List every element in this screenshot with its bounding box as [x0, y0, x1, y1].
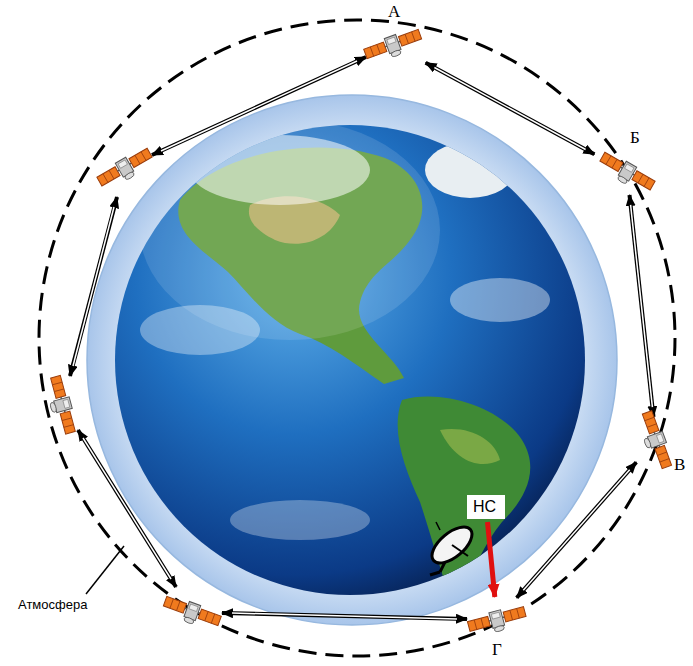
connector	[517, 462, 637, 598]
leader-line	[86, 546, 124, 594]
link-line	[161, 61, 357, 151]
connector	[630, 195, 654, 417]
cloud	[450, 278, 550, 322]
orbit	[39, 20, 675, 656]
satellite	[43, 375, 78, 436]
greenland	[425, 142, 515, 198]
link-line	[83, 438, 171, 579]
region-label: Атмосфера	[18, 597, 87, 613]
unlabeled-satellites	[43, 146, 222, 633]
dish-detail	[436, 522, 440, 530]
dish-stand	[430, 572, 440, 575]
link-line	[152, 57, 366, 155]
satellite	[596, 150, 656, 197]
satellite-node: Б	[597, 152, 657, 192]
dish-reflector	[426, 520, 478, 569]
ground-dish	[426, 520, 478, 575]
link-line	[78, 430, 176, 587]
satellite-letter: Г	[492, 640, 502, 660]
satellite	[161, 594, 223, 633]
cloud	[230, 500, 370, 540]
connector	[426, 63, 595, 155]
satellite-node: Г	[467, 600, 527, 640]
satellite	[467, 604, 528, 639]
satellite-node: А	[363, 25, 423, 65]
link-line	[222, 613, 467, 619]
satellite	[363, 27, 425, 66]
satellite-icon	[626, 420, 686, 460]
satellite-icon	[467, 600, 527, 640]
satellite-icon	[597, 152, 657, 192]
satellite-letter: А	[388, 2, 400, 22]
satellite-node: В	[626, 420, 686, 460]
link-line	[70, 197, 117, 376]
inter-satellite-links	[70, 57, 467, 619]
ground-station-box: НС	[467, 495, 505, 519]
link-line	[434, 68, 585, 150]
south-america	[398, 396, 531, 604]
satellite	[95, 146, 155, 193]
highlight	[140, 120, 440, 340]
station-label: НС	[473, 497, 496, 517]
atmosphere	[87, 95, 617, 625]
continents	[140, 120, 550, 604]
land-detail	[440, 429, 500, 464]
satellite-letter: Б	[630, 128, 640, 148]
satellite-letter: В	[674, 455, 685, 475]
link-line	[73, 207, 114, 366]
satellite-icon	[363, 25, 423, 65]
link-line	[517, 462, 637, 598]
link-line	[630, 195, 654, 417]
satellite	[635, 410, 674, 472]
link-line	[523, 470, 629, 591]
link-line	[232, 613, 457, 619]
radio-beam	[488, 522, 495, 597]
dish-feed	[452, 545, 468, 556]
link-line	[426, 63, 595, 155]
link-line	[631, 205, 653, 407]
connector	[488, 522, 495, 597]
